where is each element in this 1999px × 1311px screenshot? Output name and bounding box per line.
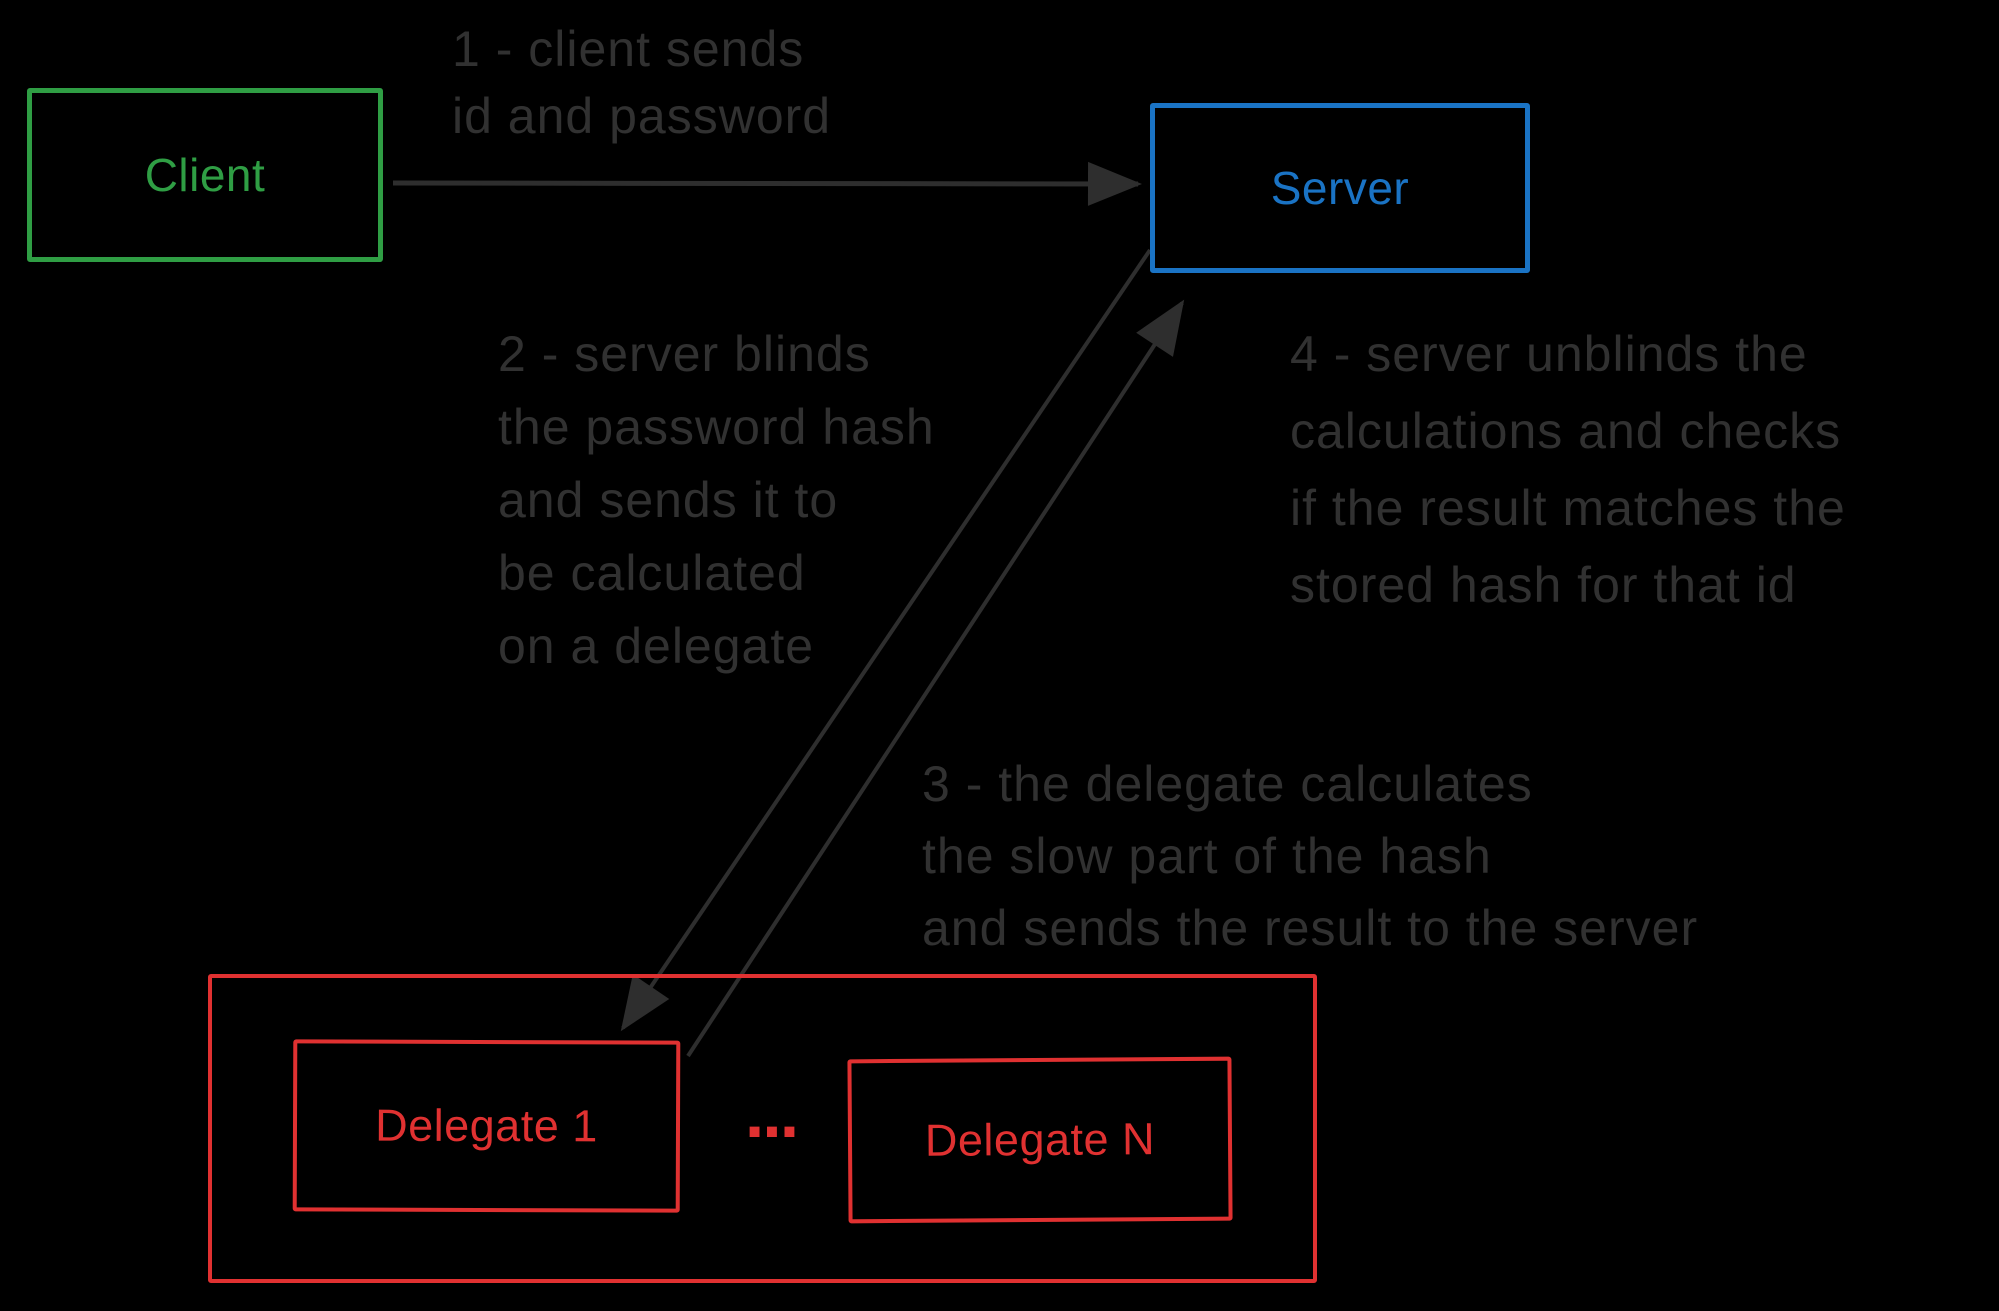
- delegate-1-label: Delegate 1: [375, 1099, 598, 1152]
- annotation-step-2: 2 - server blinds the password hash and …: [498, 326, 935, 674]
- annotation-step-1: 1 - client sends id and password: [452, 21, 832, 144]
- server-label: Server: [1270, 162, 1410, 214]
- delegate-1-node: Delegate 1: [292, 1039, 681, 1213]
- annotation-step-3: 3 - the delegate calculates the slow par…: [922, 756, 1699, 956]
- arrow-client-to-server: [392, 161, 1142, 206]
- client-label: Client: [144, 149, 266, 201]
- delegate-n-node: Delegate N: [847, 1056, 1233, 1224]
- delegates-group-box: [208, 974, 1317, 1283]
- server-node: Server: [1150, 103, 1530, 273]
- delegates-ellipsis: ...: [744, 1074, 799, 1152]
- delegate-n-label: Delegate N: [924, 1113, 1156, 1166]
- client-node: Client: [27, 88, 383, 262]
- annotation-step-4: 4 - server unblinds the calculations and…: [1290, 326, 1846, 613]
